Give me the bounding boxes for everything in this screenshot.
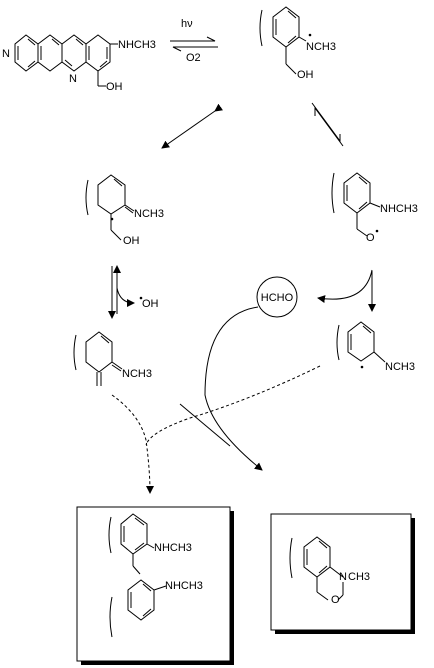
equilibrium-right bbox=[311, 102, 344, 147]
acridine-amine-label: NHCH3 bbox=[118, 39, 156, 51]
oxazine-methyl-label: CH3 bbox=[348, 571, 370, 583]
dimer-bottom-amine-label: NHCH3 bbox=[165, 580, 203, 592]
hcho-label: HCHO bbox=[261, 292, 294, 304]
methide-nitrogen-label: NCH3 bbox=[122, 368, 152, 380]
aryl-nitrogen-label: NCH3 bbox=[385, 361, 415, 373]
aminyl-radical: NCH3 OH bbox=[259, 6, 336, 81]
aminyl-nitrogen-label: NCH3 bbox=[306, 41, 336, 53]
formaldehyde-loss: HCHO bbox=[256, 269, 376, 318]
acridine-starting-material: N N NHCH3 OH bbox=[2, 34, 156, 93]
photo-equilibrium: hν O2 bbox=[170, 18, 218, 64]
condition-oxygen: O2 bbox=[186, 52, 201, 64]
oxazine-oxygen-label: O bbox=[331, 594, 340, 606]
acridine-hydroxyl-label: OH bbox=[106, 81, 123, 93]
svg-text:N: N bbox=[69, 73, 77, 85]
svg-text:N: N bbox=[2, 48, 10, 60]
aminyl-hydroxyl-label: OH bbox=[297, 69, 314, 81]
alkoxy-oxygen-label: O bbox=[366, 232, 375, 244]
alkoxy-radical: NHCH3 O bbox=[331, 172, 418, 244]
hcho-circle bbox=[256, 276, 298, 318]
arrow-to-imine-radical bbox=[161, 103, 224, 149]
pathway-lines bbox=[111, 306, 321, 494]
imine-carbon-radical: NCH3 OH bbox=[85, 174, 164, 247]
condition-light: hν bbox=[181, 18, 193, 30]
dimer-top-amine-label: NHCH3 bbox=[154, 542, 192, 554]
imine-radical-hydroxyl-label: OH bbox=[123, 235, 140, 247]
hydroxyl-radical-label: OH bbox=[142, 298, 159, 310]
oxazine-nitrogen-label: N bbox=[339, 571, 347, 583]
hydroxyl-loss: OH bbox=[108, 265, 159, 319]
imine-radical-nitrogen-label: NCH3 bbox=[134, 208, 164, 220]
oxazine-product-box: O N CH3 bbox=[270, 513, 415, 634]
aryl-radical: NCH3 bbox=[336, 321, 415, 373]
dimer-product-box: NHCH3 NHCH3 bbox=[76, 506, 234, 665]
alkoxy-amine-label: NHCH3 bbox=[380, 203, 418, 215]
quinone-methide-imine: NCH3 bbox=[73, 331, 152, 386]
